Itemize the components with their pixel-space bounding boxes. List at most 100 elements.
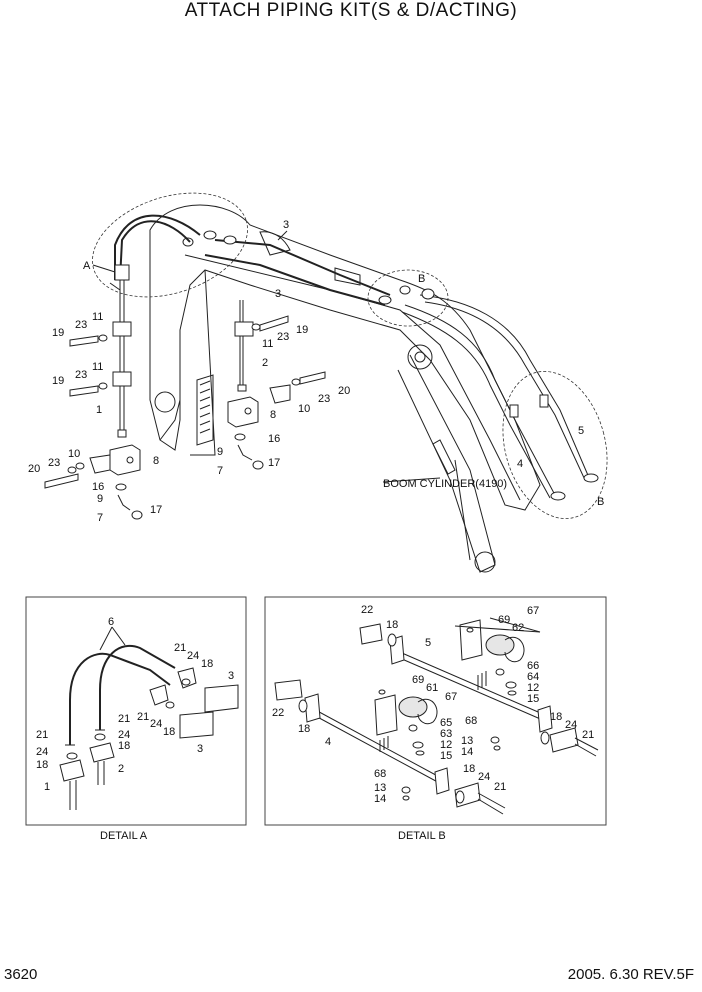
detail-a-frame <box>25 596 247 826</box>
callout-5: 5 <box>425 637 431 649</box>
boom-assembly <box>44 192 608 573</box>
callout-2: 2 <box>118 763 124 775</box>
callout-10: 10 <box>298 403 310 415</box>
callout-19: 19 <box>52 327 64 339</box>
callout-1: 1 <box>96 404 102 416</box>
callout-62: 62 <box>512 622 524 634</box>
callout-65: 65 <box>440 717 452 729</box>
callout-63: 63 <box>440 728 452 740</box>
callout-13: 13 <box>374 782 386 794</box>
boom-cylinder-label: BOOM CYLINDER(4190) <box>383 478 507 490</box>
callout-9: 9 <box>217 446 223 458</box>
callout-68: 68 <box>465 715 477 727</box>
callout-19: 19 <box>52 375 64 387</box>
callout-24: 24 <box>565 719 577 731</box>
callout-68: 68 <box>374 768 386 780</box>
callout-22: 22 <box>361 604 373 616</box>
callout-18: 18 <box>163 726 175 738</box>
detail-a-caption: DETAIL A <box>100 830 148 842</box>
pipe-4 <box>404 304 556 496</box>
callout-15: 15 <box>527 693 539 705</box>
callout-24: 24 <box>187 650 199 662</box>
callout-10: 10 <box>68 448 80 460</box>
callout-23: 23 <box>75 369 87 381</box>
callout-11: 11 <box>92 361 103 373</box>
callout-20: 20 <box>338 385 350 397</box>
callout-23: 23 <box>277 331 289 343</box>
callout-11: 11 <box>262 338 273 350</box>
revision-date: 2005. 6.30 REV.5F <box>567 966 694 983</box>
callout-18: 18 <box>386 619 398 631</box>
callout-19: 19 <box>296 324 308 336</box>
callout-8: 8 <box>270 409 276 421</box>
pipe-1-assembly <box>44 264 143 520</box>
callout-4: 4 <box>325 736 331 748</box>
callout-4: 4 <box>517 458 523 470</box>
callout-11: 11 <box>92 311 103 323</box>
callout-20: 20 <box>28 463 40 475</box>
callout-18: 18 <box>118 740 130 752</box>
pipe-5 <box>419 294 591 481</box>
callout-8: 8 <box>153 455 159 467</box>
callout-21: 21 <box>36 729 48 741</box>
hydraulic-line <box>204 254 386 306</box>
callout-A: A <box>83 260 91 272</box>
callout-18: 18 <box>463 763 475 775</box>
callout-23: 23 <box>318 393 330 405</box>
callout-6: 6 <box>108 616 114 628</box>
detail-b-circle <box>367 269 449 327</box>
callout-17: 17 <box>268 457 280 469</box>
detail-b-caption: DETAIL B <box>398 830 446 842</box>
page-title: ATTACH PIPING KIT(S & D/ACTING) <box>184 0 518 21</box>
callout-66: 66 <box>527 660 539 672</box>
callout-7: 7 <box>97 512 103 524</box>
callout-2: 2 <box>262 357 268 369</box>
callout-15: 15 <box>440 750 452 762</box>
callout-67: 67 <box>445 691 457 703</box>
pipe-2-assembly <box>227 300 326 470</box>
detail-a-callouts: 6 21 24 18 3 21 24 18 3 21 24 18 1 21 24… <box>36 616 234 842</box>
callout-61: 61 <box>426 682 438 694</box>
callout-18: 18 <box>550 711 562 723</box>
callout-3: 3 <box>228 670 234 682</box>
callout-7: 7 <box>217 465 223 477</box>
callout-21: 21 <box>118 713 130 725</box>
callout-21: 21 <box>582 729 594 741</box>
pipe-4 <box>401 311 551 499</box>
callout-23: 23 <box>48 457 60 469</box>
detail-b <box>264 596 607 826</box>
callout-64: 64 <box>527 671 539 683</box>
callout-9: 9 <box>97 493 103 505</box>
callout-21: 21 <box>494 781 506 793</box>
callout-14: 14 <box>461 746 473 758</box>
callout-21: 21 <box>174 642 186 654</box>
callout-23: 23 <box>75 319 87 331</box>
callout-12: 12 <box>527 682 539 694</box>
callout-67: 67 <box>527 605 539 617</box>
callout-B: B <box>597 496 604 508</box>
pipe-5 <box>424 301 586 481</box>
callout-21: 21 <box>137 711 149 723</box>
detail-b-callouts: 22 18 5 67 69 62 66 64 12 15 68 22 18 4 … <box>272 604 594 842</box>
callout-69: 69 <box>498 614 510 626</box>
callout-22: 22 <box>272 707 284 719</box>
callout-3: 3 <box>283 219 289 231</box>
callout-16: 16 <box>268 433 280 445</box>
callout-16: 16 <box>92 481 104 493</box>
page-number: 3620 <box>4 966 38 983</box>
callout-18: 18 <box>36 759 48 771</box>
callout-69: 69 <box>412 674 424 686</box>
callout-24: 24 <box>36 746 48 758</box>
callout-12: 12 <box>440 739 452 751</box>
main-callouts: A B B 3 3 5 4 11 23 19 11 23 19 1 10 8 2… <box>28 219 604 524</box>
detail-b-frame <box>264 596 607 826</box>
boom-cylinder <box>397 354 496 573</box>
callout-3: 3 <box>197 743 203 755</box>
callout-18: 18 <box>298 723 310 735</box>
detail-b-circle <box>502 371 608 519</box>
hatched-plate <box>196 374 214 446</box>
callout-14: 14 <box>374 793 386 805</box>
callout-13: 13 <box>461 735 473 747</box>
callout-17: 17 <box>150 504 162 516</box>
